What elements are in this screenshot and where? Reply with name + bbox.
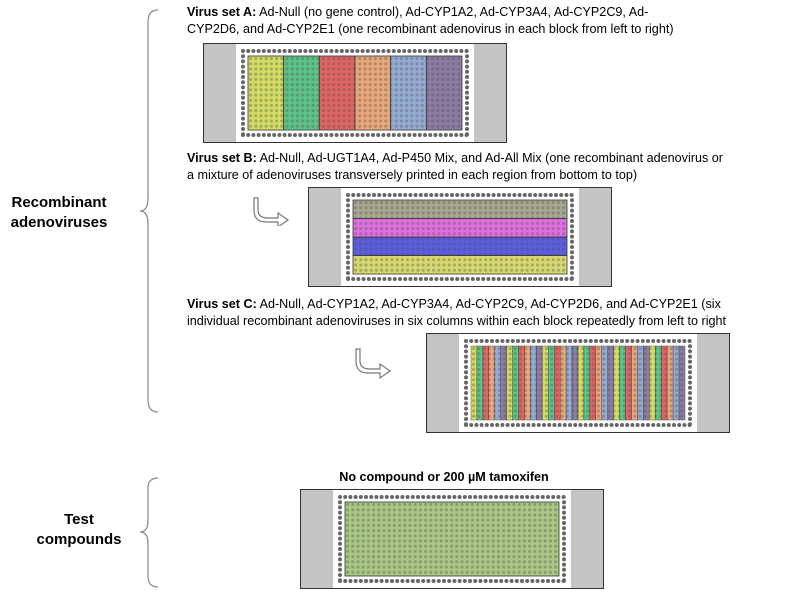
virus-column — [506, 345, 513, 421]
virus-column — [649, 345, 656, 421]
test-label: Test compounds — [36, 511, 122, 548]
compound-title: No compound or 200 µM tamoxifen — [339, 470, 549, 484]
virus-column — [559, 345, 567, 421]
virus-set-b-slide — [308, 187, 612, 287]
virus-column — [554, 345, 561, 421]
virus-set-a-slide — [203, 43, 507, 143]
virus-column — [542, 345, 549, 421]
virus-column — [583, 345, 591, 421]
compound-area — [344, 501, 560, 577]
virus-column — [595, 345, 602, 421]
virus-column — [601, 345, 608, 421]
virus-set-c-slide — [426, 333, 730, 433]
virus-column — [637, 345, 644, 421]
virus-column — [672, 345, 680, 421]
virus-block — [318, 55, 356, 131]
virus-set-a-text: Virus set A: Ad-Null (no gene control), … — [187, 5, 674, 36]
virus-column — [678, 345, 686, 421]
virus-set-c-text: Virus set C: Ad-Null, Ad-CYP1A2, Ad-CYP3… — [187, 297, 727, 328]
curved-arrow-icon — [355, 348, 392, 379]
compound-slide — [300, 489, 604, 589]
virus-column — [625, 345, 632, 421]
recombinant-label: Recombinant adenoviruses — [10, 194, 108, 231]
recombinant-brace — [140, 9, 159, 413]
virus-column — [589, 345, 597, 421]
virus-column — [577, 345, 585, 421]
virus-column — [548, 345, 555, 421]
virus-column — [565, 345, 573, 421]
virus-column — [482, 345, 490, 421]
virus-column — [607, 345, 614, 421]
virus-column — [536, 345, 543, 421]
virus-block — [390, 55, 427, 131]
virus-column — [488, 345, 495, 421]
test-brace — [140, 477, 159, 588]
virus-column — [470, 345, 478, 421]
virus-column — [518, 345, 525, 421]
virus-block — [283, 55, 320, 131]
virus-column — [666, 345, 674, 421]
virus-column — [476, 345, 484, 421]
virus-column — [512, 345, 519, 421]
virus-set-b-text: Virus set B: Ad-Null, Ad-UGT1A4, Ad-P450… — [187, 151, 723, 182]
virus-column — [530, 345, 537, 421]
virus-column — [619, 345, 626, 421]
virus-column — [494, 345, 501, 421]
virus-block — [247, 55, 285, 131]
virus-column — [571, 345, 579, 421]
virus-column — [524, 345, 531, 421]
virus-block — [425, 55, 463, 131]
virus-row — [352, 199, 568, 219]
virus-column — [500, 345, 507, 421]
virus-column — [631, 345, 638, 421]
virus-column — [613, 345, 620, 421]
virus-block — [354, 55, 392, 131]
virus-column — [643, 345, 650, 421]
virus-column — [655, 345, 662, 421]
virus-column — [661, 345, 668, 421]
curved-arrow-icon — [253, 197, 290, 226]
